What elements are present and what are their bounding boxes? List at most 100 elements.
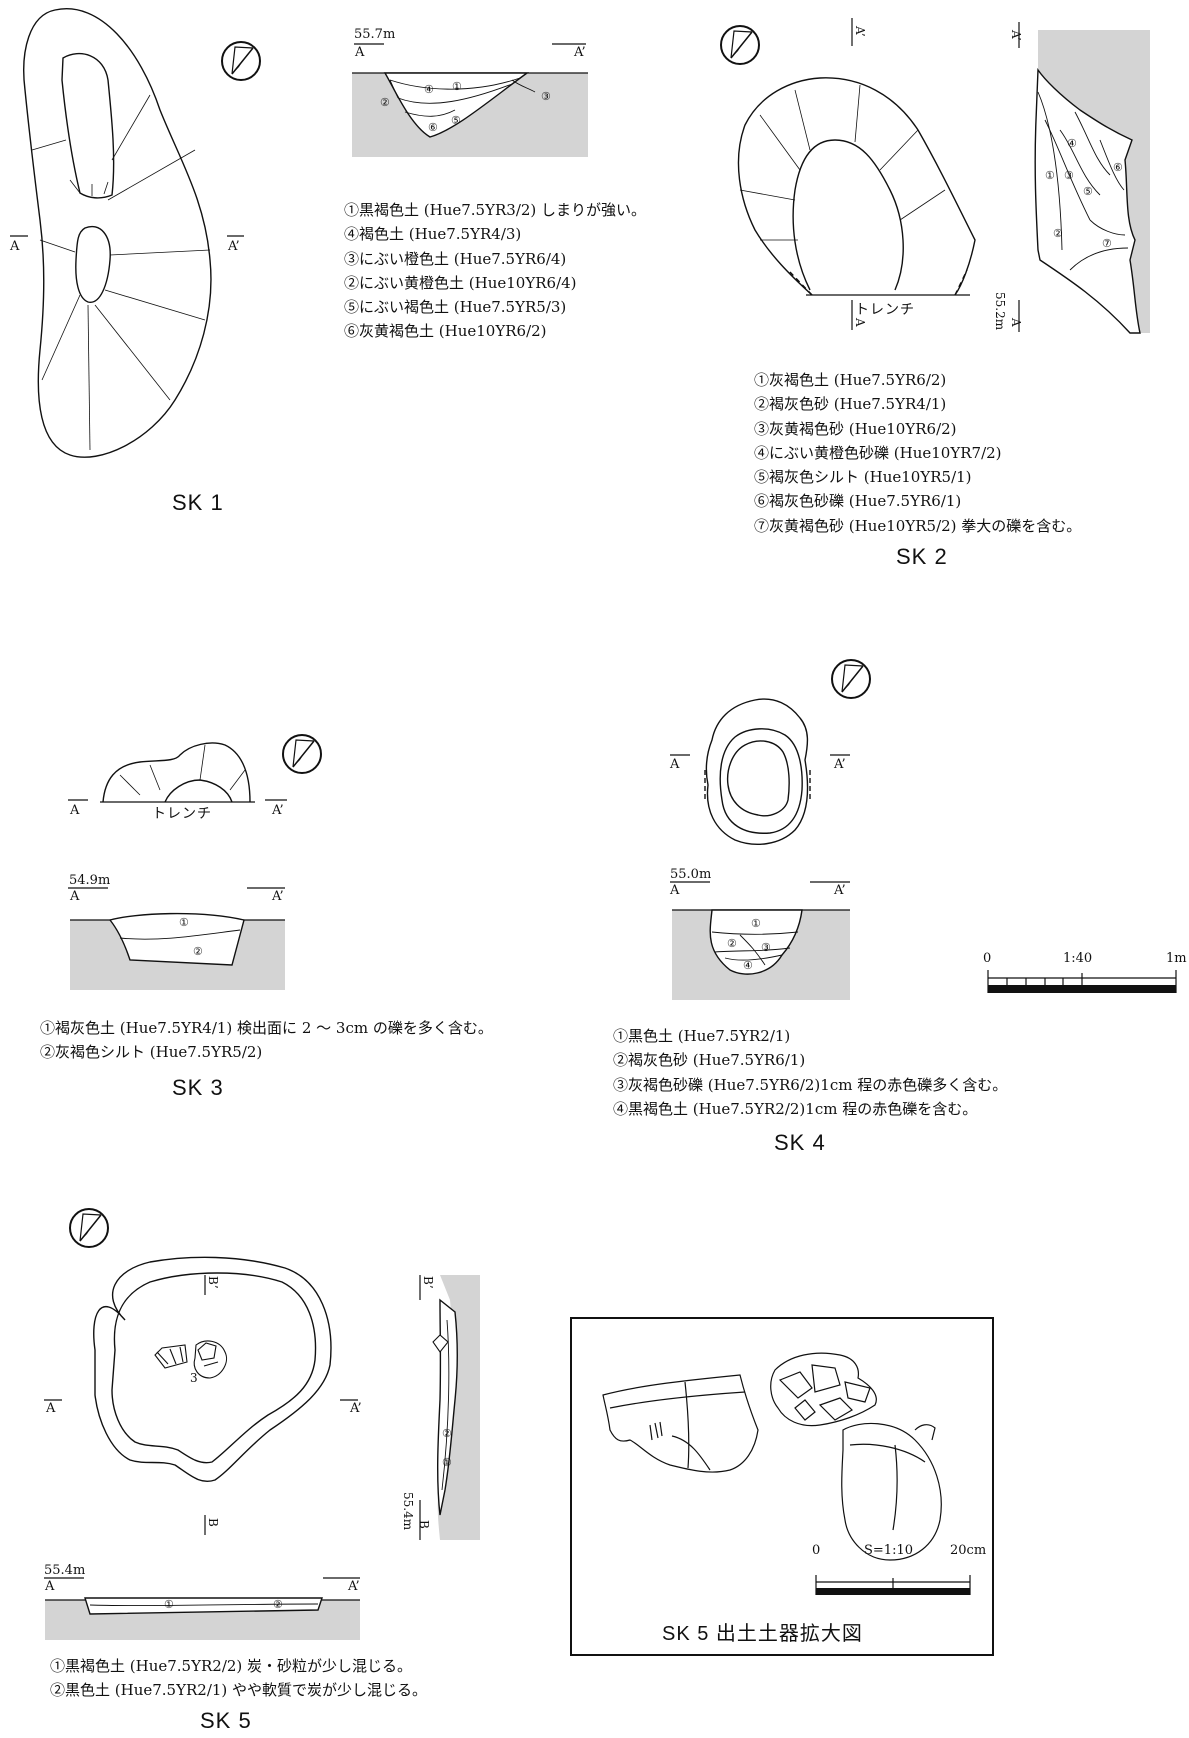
sk4-plan [670,698,850,845]
sk1-layer-3: ③ [541,90,551,103]
sk2-layer-7: ⑦ [1102,237,1112,250]
sk2-plan-label-a: A [853,318,867,327]
sk1-plan-label-a: A [10,239,20,254]
sk3-section-label-a: A [70,889,80,904]
sk4-plan-label-a2: A’ [834,757,846,772]
sk5-artifact-number: 3 [190,1371,198,1385]
sk3-section-label-a2: A’ [272,889,284,904]
sk5-section-elevation: 55.4m [44,1563,86,1578]
sk5-section-label-a: A [45,1579,55,1594]
sk4-section-label-a2: A’ [834,883,846,898]
sk2-layer-6: ⑥ [1113,161,1123,174]
sk4-section-elevation: 55.0m [670,867,712,882]
sk5-section-label-b2: B’ [421,1276,435,1289]
sk5-section-b-elevation: 55.4m [401,1492,415,1531]
sk5-b-layer-2: ② [442,1427,452,1440]
sk3-plan-label-a: A [70,803,80,818]
sk1-desc-line: ④褐色土 (Hue7.5YR4/3) [344,225,522,244]
sk5-a-layer-1: ① [164,1598,174,1611]
sk1-layer-5: ⑤ [451,114,461,127]
sk4-layer-4: ④ [743,959,753,972]
sk2-plan-label-a2: A’ [853,26,867,37]
sk3-section [68,887,285,990]
sk2-description: ①灰褐色土 (Hue7.5YR6/2) ②褐灰色砂 (Hue7.5YR4/1) … [754,368,1081,538]
sk2-layer-2: ② [1053,227,1063,240]
sk2-desc-line: ⑥褐灰色砂礫 (Hue7.5YR6/1) [754,492,962,511]
pottery-scale-end: 20cm [950,1543,987,1558]
sk5-desc-line: ②黒色土 (Hue7.5YR2/1) やや軟質で炭が少し混じる。 [50,1681,428,1700]
sk5-section-label-b: B [417,1520,431,1529]
sk2-title: SK 2 [896,544,948,569]
sk5-a-layer-2: ② [273,1598,283,1611]
sk4-title: SK 4 [774,1130,826,1155]
sk2-section-elevation: 55.2m [993,292,1007,331]
sk1-north-arrow [221,41,261,81]
sk5-section-b [419,1275,480,1540]
sk2-desc-line: ③灰黄褐色砂 (Hue10YR6/2) [754,419,957,438]
sk5-section-a [44,1577,360,1640]
sk4-layer-2: ② [727,937,737,950]
sk1-section-elevation: 55.7m [354,27,396,42]
sk4-plan-label-a: A [670,757,680,772]
sk5-north-arrow [69,1208,109,1248]
sk5-desc-line: ①黒褐色土 (Hue7.5YR2/2) 炭・砂粒が少し混じる。 [50,1657,413,1675]
sk4-desc-line: ①黒色土 (Hue7.5YR2/1) [613,1027,791,1045]
sk3-plan [68,742,287,803]
sk2-layer-1: ① [1045,169,1055,182]
sk1-layer-6: ⑥ [428,121,438,134]
sk2-layer-3: ③ [1064,169,1074,182]
scale-zero: 0 [983,951,992,966]
sk4-desc-line: ④黒褐色土 (Hue7.5YR2/2)1cm 程の赤色礫を含む。 [613,1099,978,1118]
sk5-plan [44,1256,358,1535]
sk2-desc-line: ②褐灰色砂 (Hue7.5YR4/1) [754,395,947,414]
sk1-plan-label-a2: A’ [228,239,240,254]
sk4-desc-line: ③灰褐色砂礫 (Hue7.5YR6/2)1cm 程の赤色礫多く含む。 [613,1075,1008,1094]
sk5-plan-label-a2: A’ [350,1401,362,1416]
sk1-section-label-a: A [355,45,365,60]
sk1-layer-2: ② [380,96,390,109]
sk1-desc-line: ⑥灰黄褐色土 (Hue10YR6/2) [344,322,547,341]
sk1-section [352,43,588,157]
sk5-plan-label-b2: B’ [206,1276,220,1289]
sk1-section-label-a2: A’ [574,45,586,60]
sk3-plan-label-a2: A’ [272,803,284,818]
sk2-layer-5: ⑤ [1083,185,1093,198]
sk1-desc-line: ⑤にぶい褐色土 (Hue7.5YR5/3) [344,298,567,317]
sk3-desc-line: ②灰褐色シルト (Hue7.5YR5/2) [40,1043,263,1062]
sk5-plan-label-a: A [46,1401,56,1416]
sk4-layer-1: ① [751,917,761,930]
sk3-title: SK 3 [172,1075,224,1100]
sk3-desc-line: ①褐灰色土 (Hue7.5YR4/1) 検出面に 2 〜 3cm の礫を多く含む… [40,1019,493,1037]
sk2-section [1018,22,1150,334]
sk3-trench-label: トレンチ [152,805,212,821]
sk5-description: ①黒褐色土 (Hue7.5YR2/2) 炭・砂粒が少し混じる。 ②黒色土 (Hu… [50,1654,427,1703]
sk5-title: SK 5 [200,1708,252,1733]
sk5-plan-label-b: B [206,1518,220,1527]
sk4-layer-3: ③ [761,941,771,954]
scale-end: 1m [1166,951,1187,966]
pottery-scale-zero: 0 [812,1543,821,1558]
sk1-description: ①黒褐色土 (Hue7.5YR3/2) しまりが強い。 ④褐色土 (Hue7.5… [344,198,646,344]
sk4-section-label-a: A [670,883,680,898]
sk2-section-label-a2: A’ [1009,30,1023,41]
sk5-section-label-a2: A’ [348,1579,360,1594]
sk1-title: SK 1 [172,490,224,515]
sk2-layer-4: ④ [1067,137,1077,150]
sk1-layer-4: ④ [424,83,434,96]
sk2-north-arrow [720,25,760,65]
pottery-scale-ratio: S=1:10 [864,1543,913,1558]
pottery-box [570,1317,994,1656]
sk5-b-layer-1: ① [442,1456,452,1469]
scale-bar-1-40 [987,970,1177,993]
sk1-desc-line: ①黒褐色土 (Hue7.5YR3/2) しまりが強い。 [344,201,647,219]
sk2-section-label-a: A [1009,318,1023,327]
sk4-description: ①黒色土 (Hue7.5YR2/1) ②褐灰色砂 (Hue7.5YR6/1) ③… [613,1024,1007,1121]
pottery-box-title: SK 5 出土土器拡大図 [662,1623,863,1645]
sk4-desc-line: ②褐灰色砂 (Hue7.5YR6/1) [613,1051,806,1070]
sk2-desc-line: ④にぶい黄橙色砂礫 (Hue10YR7/2) [754,443,1002,462]
sk1-desc-line: ②にぶい黄橙色土 (Hue10YR6/4) [344,273,577,292]
sk3-north-arrow [282,734,322,774]
sk2-plan [737,18,976,330]
